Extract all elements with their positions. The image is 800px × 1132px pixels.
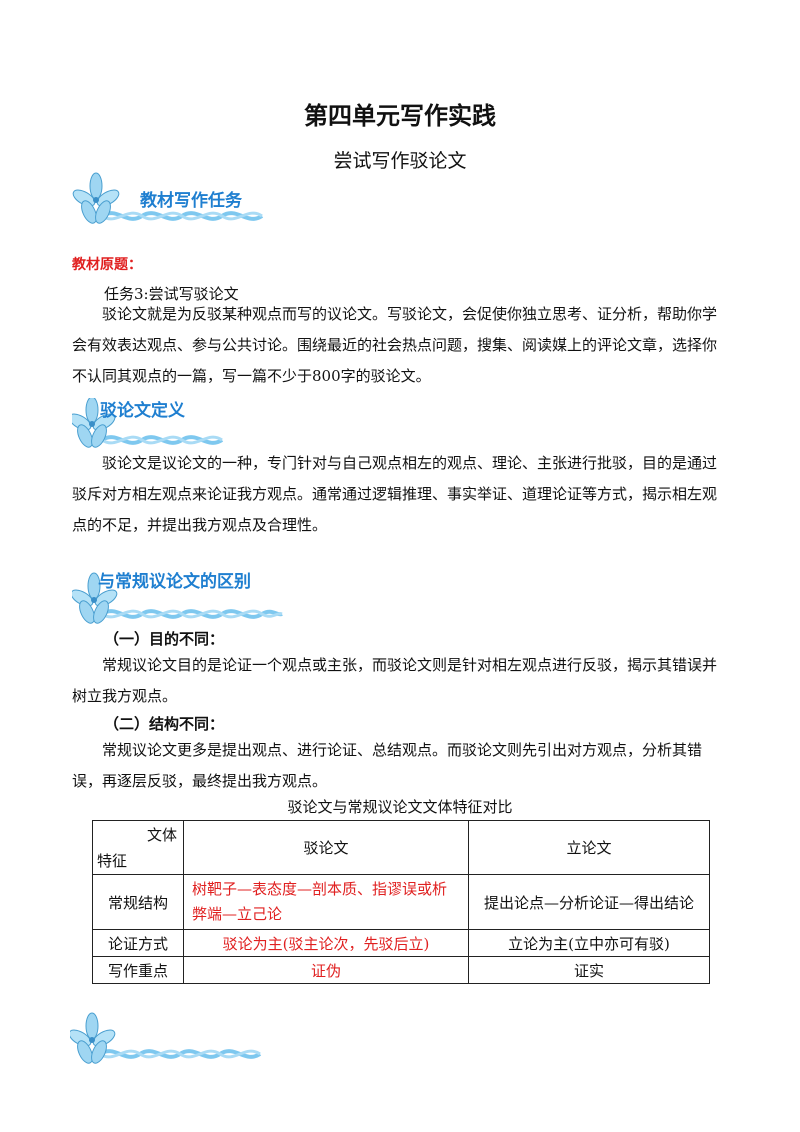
column-header: 立论文	[468, 820, 710, 875]
section1-paragraph: 驳论文就是为反驳某种观点而写的议论文。写驳论文，会促使你独立思考、证分析，帮助你…	[72, 305, 718, 385]
purpose-paragraph: 常规议论文目的是论证一个观点或主张，而驳论文则是针对相左观点进行反驳，揭示其错误…	[72, 656, 718, 705]
task-line: 任务3:尝试写驳论文	[104, 285, 239, 303]
row-label: 常规结构	[92, 874, 184, 930]
table-cell: 证实	[468, 956, 710, 984]
table-cell: 证伪	[183, 956, 469, 984]
structure-paragraph: 常规议论文更多是提出观点、进行论证、总结观点。而驳论文则先引出对方观点，分析其错…	[72, 741, 703, 790]
section-heading-definition: 驳论文定义	[100, 401, 185, 421]
table-cell: 提出论点—分析论证—得出结论	[468, 874, 710, 930]
flower-ribbon-icon	[70, 572, 283, 624]
comparison-table: 文体 特征 驳论文 立论文 常规结构 树靶子—表态度—剖本质、指谬误或析弊端—立…	[92, 820, 710, 984]
table-row: 常规结构 树靶子—表态度—剖本质、指谬误或析弊端—立己论 提出论点—分析论证—得…	[92, 874, 710, 930]
table-cell: 立论为主(立中亦可有驳)	[468, 929, 710, 957]
section2-paragraph: 驳论文是议论文的一种，专门针对与自己观点相左的观点、理论、主张进行批驳，目的是通…	[72, 454, 718, 534]
corner-bottom-label: 特征	[97, 852, 128, 870]
row-label: 写作重点	[92, 956, 184, 984]
flower-ribbon-icon	[68, 396, 224, 448]
page-title: 第四单元写作实践	[304, 102, 496, 130]
page-subtitle: 尝试写作驳论文	[333, 150, 467, 172]
table-caption: 驳论文与常规议论文文体特征对比	[287, 798, 513, 816]
subheading-structure: （二）结构不同：	[104, 715, 225, 733]
table-header-row: 文体 特征 驳论文 立论文	[92, 820, 710, 875]
corner-top-label: 文体	[146, 826, 177, 844]
subheading-purpose: （一）目的不同：	[104, 630, 225, 648]
section-heading-materials: 教材写作任务	[140, 191, 242, 211]
label-original-question: 教材原题：	[72, 257, 142, 273]
section-heading-decoration	[68, 396, 292, 458]
section-heading-decoration	[72, 172, 292, 232]
bottom-decoration	[68, 1010, 290, 1072]
table-cell: 驳论为主(驳主论次，先驳后立)	[183, 929, 469, 957]
flower-ribbon-icon	[72, 172, 264, 224]
flower-ribbon-icon	[68, 1012, 262, 1064]
section-heading-decoration	[70, 570, 292, 632]
column-header: 驳论文	[183, 820, 469, 875]
row-label: 论证方式	[92, 929, 184, 957]
table-corner-cell: 文体 特征	[92, 820, 184, 875]
table-cell: 树靶子—表态度—剖本质、指谬误或析弊端—立己论	[183, 874, 469, 930]
table-row: 写作重点 证伪 证实	[92, 956, 710, 984]
table-row: 论证方式 驳论为主(驳主论次，先驳后立) 立论为主(立中亦可有驳)	[92, 929, 710, 957]
section-heading-difference: 与常规议论文的区别	[98, 572, 251, 592]
